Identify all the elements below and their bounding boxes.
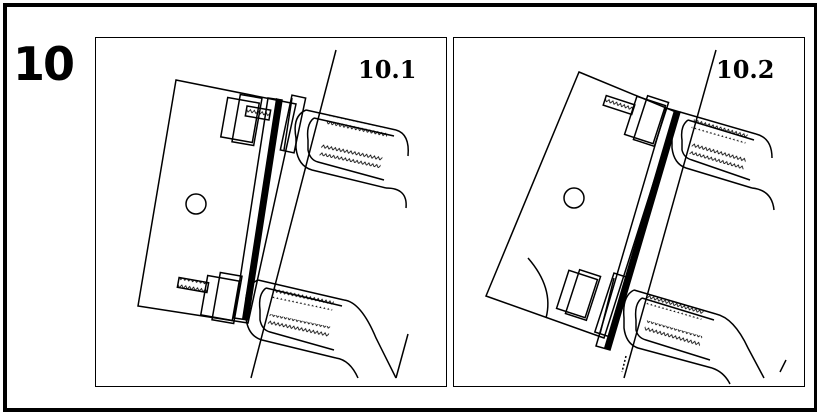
diagram-panel-1: 10.1 [95, 37, 447, 387]
panel-label-1: 10.1 [358, 55, 417, 84]
mounting-illustration-2 [485, 49, 787, 385]
step-number: 10 [13, 37, 75, 91]
mounting-illustration-1 [137, 49, 409, 379]
diagram-panel-2: 10.2 [453, 37, 805, 387]
instruction-frame: 10 [3, 3, 817, 412]
panel-label-2: 10.2 [716, 55, 775, 84]
